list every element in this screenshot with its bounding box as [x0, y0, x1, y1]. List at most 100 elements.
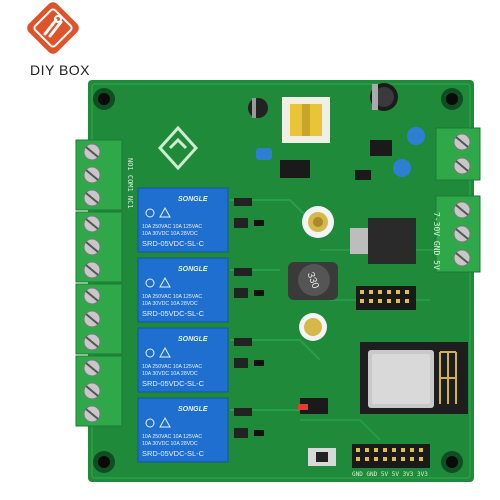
- screw-terminal-block: [75, 283, 123, 355]
- mounting-hole: [93, 88, 115, 110]
- relay-rating: 10A 30VDC 10A 28VDC: [142, 441, 198, 447]
- relay-rating: 10A 250VAC 10A 125VAC: [142, 224, 202, 230]
- screw: [83, 287, 101, 305]
- diode: [234, 408, 252, 416]
- screw-terminal-block: [75, 355, 123, 427]
- screw: [83, 261, 101, 279]
- header-pin: [365, 448, 369, 452]
- smd-chip: [355, 170, 371, 180]
- certification-mark-icon: [145, 278, 155, 288]
- transistor: [234, 288, 248, 298]
- header-pin: [401, 448, 405, 452]
- board-logo: [157, 125, 199, 171]
- voltage-regulator: [350, 218, 416, 264]
- warning-triangle-icon: [159, 346, 171, 358]
- header-pin: [396, 290, 400, 294]
- screw: [83, 382, 101, 400]
- screw: [83, 238, 101, 256]
- header-pin: [419, 457, 423, 461]
- screw: [453, 201, 471, 219]
- relay-rating: 10A 30VDC 10A 28VDC: [142, 371, 198, 377]
- screw: [83, 143, 101, 161]
- header-pin: [378, 290, 382, 294]
- warning-triangle-icon: [159, 416, 171, 428]
- brand-name: DIY BOX: [29, 62, 91, 78]
- screw: [453, 249, 471, 267]
- diode: [234, 338, 252, 346]
- screw: [83, 189, 101, 207]
- header-pin: [392, 457, 396, 461]
- left-terminal-blocks: [75, 139, 123, 427]
- header-pin: [374, 448, 378, 452]
- relay-brand: SONGLE: [178, 336, 208, 343]
- header-pin: [401, 457, 405, 461]
- header-pin: [405, 299, 409, 303]
- relay-model: SRD-05VDC-SL-C: [142, 379, 205, 388]
- power-terminal-label: 7-30V GND 5V: [432, 212, 441, 270]
- relay-model: SRD-05VDC-SL-C: [142, 309, 205, 318]
- screw: [453, 157, 471, 175]
- header-pin: [360, 290, 364, 294]
- transistor: [234, 428, 248, 438]
- screw-terminal-block: [435, 195, 481, 273]
- transistor: [234, 218, 248, 228]
- relay-rating: 10A 250VAC 10A 125VAC: [142, 294, 202, 300]
- header-pin: [419, 448, 423, 452]
- relay-rating: 10A 30VDC 10A 28VDC: [142, 231, 198, 237]
- screw: [83, 359, 101, 377]
- header-pin: [383, 448, 387, 452]
- screw: [453, 133, 471, 151]
- blue-capacitor: [256, 148, 272, 160]
- header-pin: [387, 299, 391, 303]
- relay-brand: SONGLE: [178, 266, 208, 273]
- certification-mark-icon: [145, 418, 155, 428]
- screw: [83, 215, 101, 233]
- blue-capacitor: [407, 127, 425, 145]
- capacitor: [370, 83, 398, 111]
- header-pin: [396, 299, 400, 303]
- header-pin: [365, 457, 369, 461]
- header-pin: [378, 299, 382, 303]
- header-pin: [356, 457, 360, 461]
- transistor: [234, 358, 248, 368]
- capacitor: [248, 98, 268, 118]
- diode: [234, 268, 252, 276]
- warning-triangle-icon: [159, 206, 171, 218]
- header-pin: [369, 299, 373, 303]
- screw-terminal-block: [75, 211, 123, 283]
- relay-brand: SONGLE: [178, 196, 208, 203]
- mounting-hole: [441, 451, 463, 473]
- diode: [234, 198, 252, 206]
- smd-chip: [280, 160, 310, 178]
- capacitor: [299, 313, 327, 341]
- header-pin: [369, 290, 373, 294]
- right-terminal-blocks: [435, 127, 481, 273]
- screw-terminal-block: [435, 127, 481, 181]
- bottom-pin-label: GND GND 5V 5V 3V3 3V3: [352, 471, 428, 478]
- transformer: [282, 97, 330, 143]
- resistor: [254, 360, 264, 366]
- screw: [83, 333, 101, 351]
- blue-capacitor: [393, 159, 411, 177]
- header-pin: [405, 290, 409, 294]
- inductor: 330: [288, 262, 338, 300]
- certification-mark-icon: [145, 208, 155, 218]
- resistor: [254, 290, 264, 296]
- diy-box-logo: [27, 2, 79, 54]
- screw: [83, 310, 101, 328]
- relay-side-label: NO1 COM1 NC1: [126, 158, 134, 209]
- header-pin: [383, 457, 387, 461]
- pin-header: [352, 444, 430, 468]
- header-pin: [410, 448, 414, 452]
- relay-model: SRD-05VDC-SL-C: [142, 449, 205, 458]
- header-pin: [360, 299, 364, 303]
- pin-header: [356, 286, 416, 310]
- screw: [453, 225, 471, 243]
- header-pin: [374, 457, 378, 461]
